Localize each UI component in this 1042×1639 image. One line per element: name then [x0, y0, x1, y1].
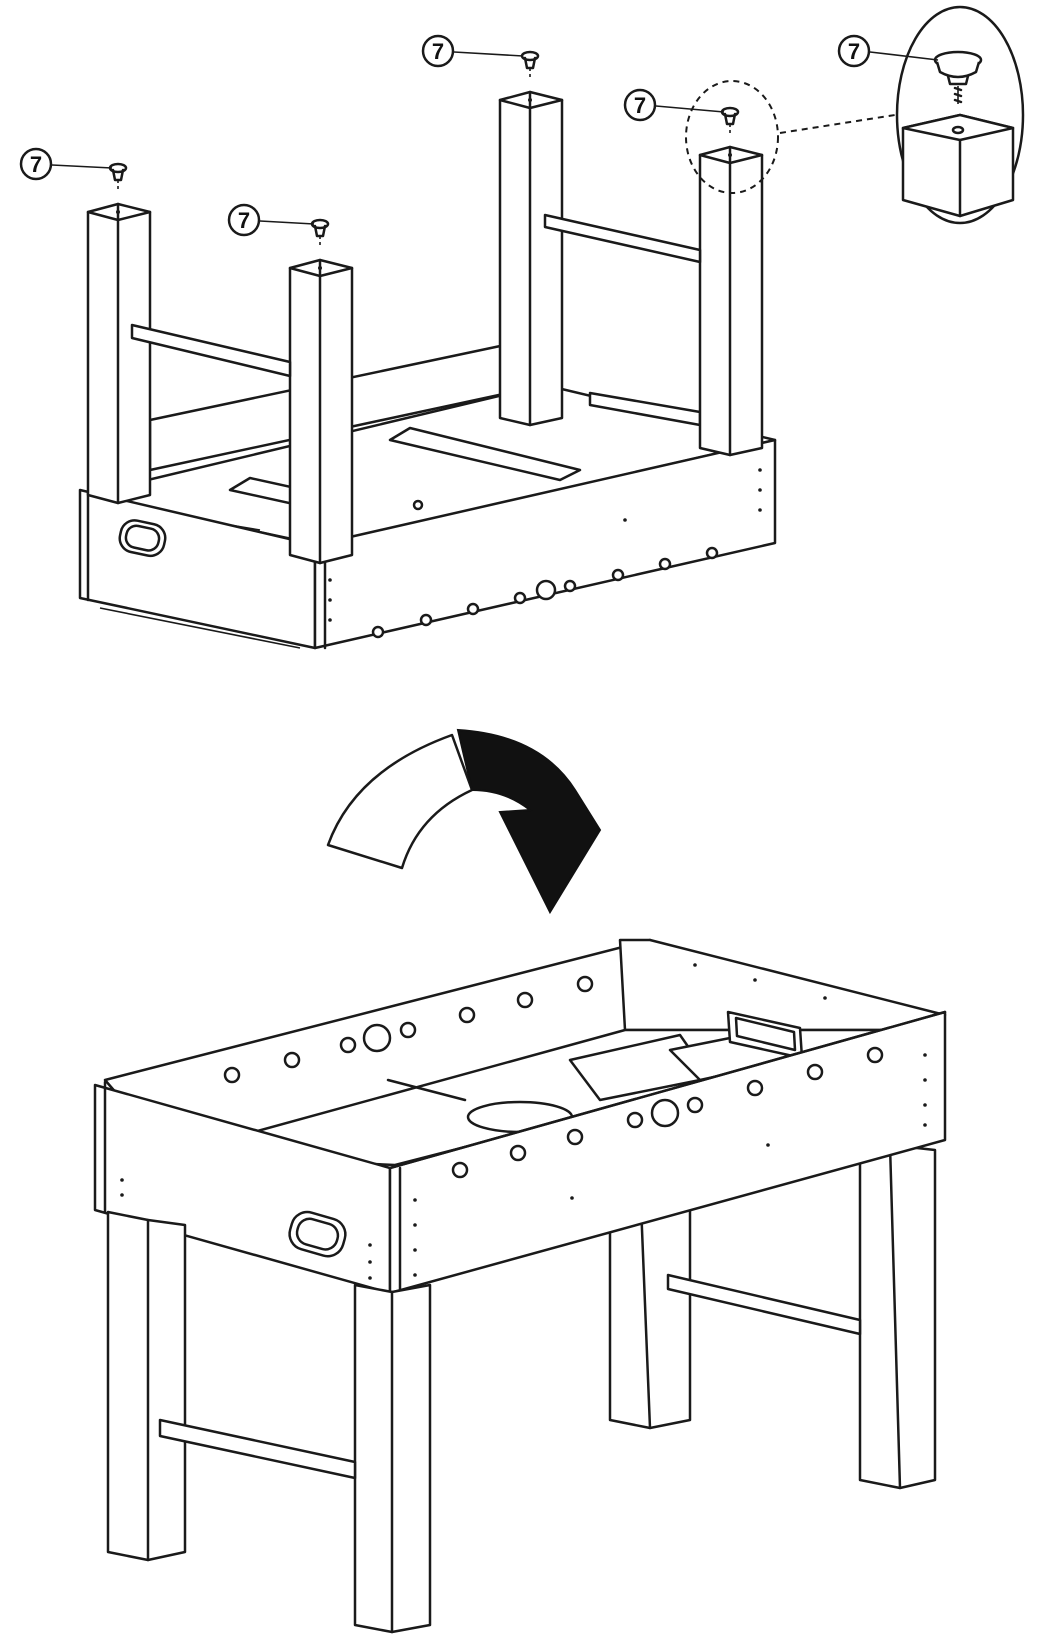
callout-part-7: 7	[19, 147, 53, 181]
leg-rear-right	[698, 145, 764, 457]
table-upside-down: 7 7 7 7 7	[19, 5, 1025, 650]
detail-magnified-view	[895, 5, 1025, 225]
leg-rear-right	[858, 1143, 937, 1490]
leveler-foot	[108, 162, 128, 190]
svg-text:7: 7	[634, 93, 646, 118]
svg-text:7: 7	[238, 208, 250, 233]
callout-part-7: 7	[421, 34, 455, 68]
leg-front-left	[86, 202, 152, 505]
leg-rear-left	[498, 90, 564, 427]
table-upright	[93, 938, 947, 1634]
flip-arrow	[326, 728, 602, 915]
leg-front-right	[353, 1283, 432, 1634]
callout-part-7: 7	[623, 88, 657, 122]
callout-part-7: 7	[837, 34, 871, 68]
svg-text:7: 7	[848, 39, 860, 64]
leg-front-left	[106, 1210, 187, 1562]
leveler-foot	[520, 50, 540, 78]
leg-front-right	[288, 258, 354, 565]
leveler-foot	[720, 106, 740, 134]
callout-part-7: 7	[227, 203, 261, 237]
svg-text:7: 7	[30, 152, 42, 177]
svg-text:7: 7	[432, 39, 444, 64]
leveler-foot	[310, 218, 330, 246]
detail-highlight-circle	[685, 80, 779, 194]
